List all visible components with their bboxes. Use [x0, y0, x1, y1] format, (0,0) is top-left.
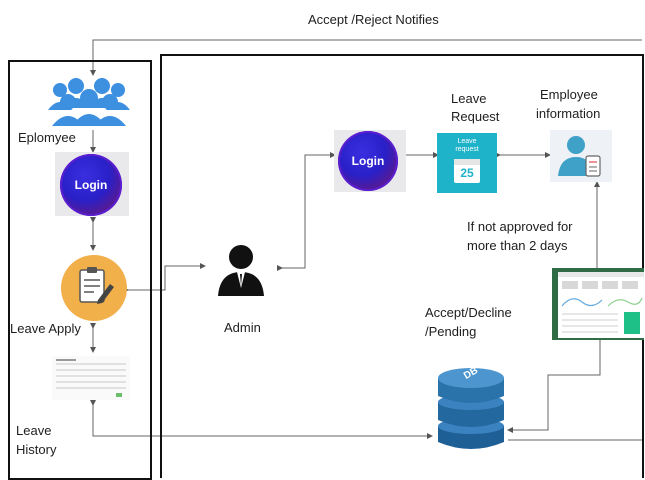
accept-reject-notifies-label: Accept /Reject Notifies: [308, 12, 439, 27]
accept-decline-line1: Accept/Decline: [425, 305, 512, 320]
group-of-people-icon: [46, 76, 132, 128]
employee-label: Eplomyee: [18, 130, 76, 145]
accept-decline-line2: /Pending: [425, 324, 477, 339]
calendar-day: 25: [460, 166, 474, 180]
leave-history-label-line1: Leave: [16, 423, 52, 438]
leave-apply-label: Leave Apply: [10, 321, 81, 336]
history-db-line: [90, 400, 433, 439]
notify-line: [90, 39, 642, 76]
form-with-pen-icon: [60, 254, 128, 322]
not-approved-line1: If not approved for: [467, 219, 573, 234]
login-left-button[interactable]: Login: [60, 154, 122, 216]
employee-info-icon: [556, 132, 606, 182]
admin-label: Admin: [224, 320, 261, 335]
leave-request-tile: Leave request 25: [437, 133, 497, 193]
login-right-label: Login: [351, 154, 385, 168]
admin-frame: [160, 54, 644, 478]
login-right-button[interactable]: Login: [338, 131, 398, 191]
leave-history-label-line2: History: [16, 442, 57, 457]
leave-request-tile-line1: Leave: [457, 138, 477, 145]
employee-info-label-line2: information: [536, 106, 601, 121]
apply-admin-line: [123, 263, 206, 293]
admin-login-line: [277, 152, 336, 271]
leave-request-label-line1: Leave: [451, 91, 487, 106]
login-left-label: Login: [74, 178, 108, 192]
dashboard-db-line: [507, 335, 603, 433]
employee-info-label-line1: Employee: [540, 87, 598, 102]
not-approved-line2: more than 2 days: [467, 238, 568, 253]
admin-person-icon: [212, 242, 270, 298]
dashboard-screenshot-thumbnail: [552, 268, 644, 340]
leave-request-label-line2: Request: [451, 109, 500, 124]
leave-history-table-thumbnail: [52, 356, 130, 400]
database-cylinder-icon: DB: [436, 364, 506, 456]
calendar-icon: 25: [454, 159, 480, 183]
leave-request-tile-line2: request: [455, 146, 479, 153]
